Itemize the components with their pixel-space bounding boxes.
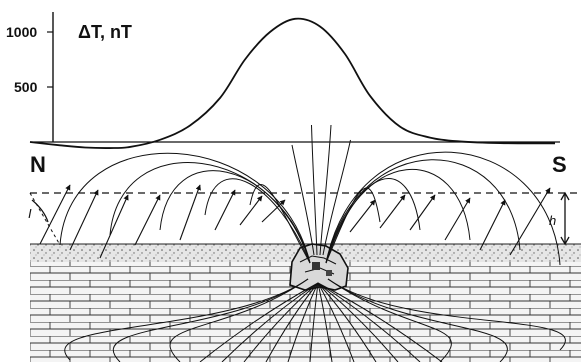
tick-label-500: 500 [14,79,38,95]
field-line-up-0 [292,145,314,255]
tick-label-1000: 1000 [6,24,37,40]
field-line-up-1 [312,125,318,255]
inclination-indicator [30,193,60,245]
height-indicator [561,193,569,244]
field-vector-arrow-5 [215,190,235,230]
field-vector-arrow-12 [480,200,505,250]
pole-north-label: N [30,152,46,177]
field-vector-arrow-9 [380,195,405,228]
y-axis-label: ΔT, nT [78,22,132,42]
field-line-up-2 [320,125,331,255]
height-label: h [549,213,556,228]
inclination-label: I [28,206,32,221]
field-vector-arrow-3 [135,195,160,245]
field-vector-arrow-8 [350,200,375,232]
pole-south-label: S [552,152,567,177]
field-vector-arrow-10 [410,195,435,230]
